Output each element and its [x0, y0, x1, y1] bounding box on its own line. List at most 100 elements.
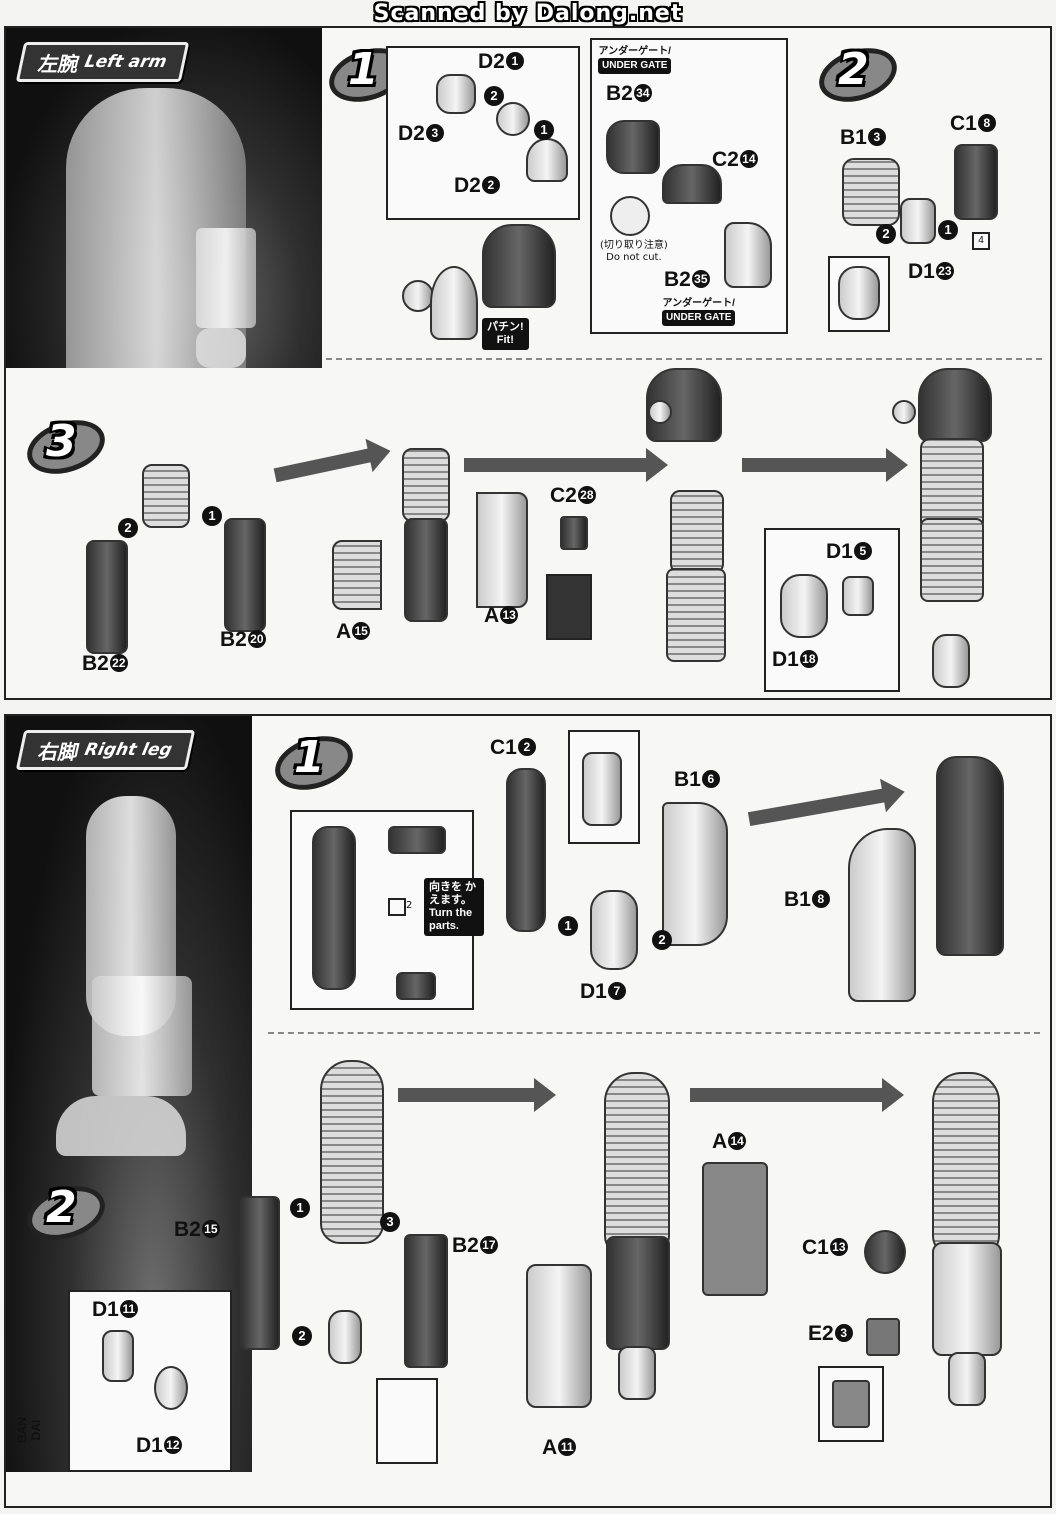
order-badge-3: 3 — [380, 1212, 400, 1232]
part-a15 — [332, 540, 382, 610]
order-badge-2: 2 — [292, 1326, 312, 1346]
flow-arrow — [742, 448, 908, 482]
order-badge-2: 2 — [118, 518, 138, 538]
part-b235 — [724, 222, 772, 288]
knee-detail-small — [376, 1378, 438, 1464]
part-ankle — [618, 1346, 656, 1400]
part-shoulder-joint — [430, 266, 478, 340]
part-c214 — [662, 164, 722, 204]
part-a13 — [476, 492, 528, 608]
step-badge-3: 3 — [20, 410, 112, 484]
part-shin-core — [606, 1236, 670, 1350]
part-leg-final-thigh — [932, 1072, 1000, 1256]
step-badge-2: 2 — [20, 1176, 112, 1250]
title-en: Right leg — [82, 740, 174, 760]
part-d2-shell — [436, 74, 476, 114]
title-jp: 左腕 — [36, 51, 82, 76]
part-c12-detail — [582, 752, 622, 826]
right-leg-section: 右脚 Right leg 1 2 向きを かえます。Turn the parts… — [4, 714, 1052, 1508]
part-d15 — [842, 576, 874, 616]
order-badge-1: 1 — [202, 506, 222, 526]
part-b220 — [224, 518, 266, 632]
section-tag-right-leg: 右脚 Right leg — [15, 730, 196, 770]
part-detail-bottom — [396, 972, 436, 1000]
do-not-cut-note: (切り取り注意)Do not cut. — [600, 240, 668, 263]
part-a14 — [702, 1162, 768, 1296]
part-upper-arm — [142, 464, 190, 528]
part-arm-final-upper — [920, 438, 984, 532]
part-shoulder-ball — [648, 400, 672, 424]
step-badge-2: 2 — [812, 38, 904, 112]
step-divider — [268, 1032, 1040, 1034]
part-b18 — [848, 828, 916, 1002]
part-b13 — [842, 158, 900, 226]
part-detail-shell — [312, 826, 356, 990]
part-detail — [838, 266, 880, 320]
part-arm-final-ball — [892, 400, 916, 424]
part-c18 — [954, 144, 998, 220]
part-a11 — [526, 1264, 592, 1408]
under-gate-note-bottom: アンダーゲート/UNDER GATE — [662, 298, 736, 326]
flow-arrow — [398, 1078, 556, 1112]
part-leg-final-ankle — [948, 1352, 986, 1406]
part-detail-top — [388, 826, 446, 854]
part-ball — [402, 280, 434, 312]
do-not-cut-icon — [610, 196, 650, 236]
flow-arrow — [747, 787, 889, 827]
order-badge-1: 1 — [938, 220, 958, 240]
part-fist — [932, 634, 970, 688]
left-arm-photo — [6, 28, 322, 368]
c228-detail-box — [546, 574, 592, 640]
part-knee-joint — [328, 1310, 362, 1364]
part-shoulder-shell — [482, 224, 556, 308]
under-gate-note-top: アンダーゲート/UNDER GATE — [598, 46, 672, 74]
part-hand — [780, 574, 828, 638]
part-upper-arm-assembled — [402, 448, 450, 522]
order-badge-2: 2 — [484, 86, 504, 106]
part-c228 — [560, 516, 588, 550]
part-b222 — [86, 540, 128, 654]
part-c12 — [506, 768, 546, 932]
part-b217 — [404, 1234, 448, 1368]
order-badge-1: 1 — [534, 120, 554, 140]
part-c113 — [864, 1230, 906, 1274]
part-e23-detail — [832, 1380, 870, 1428]
figure-shin — [92, 976, 192, 1096]
title-en: Left arm — [82, 52, 169, 72]
part-d2-cap — [526, 138, 568, 182]
part-arm-final-lower — [920, 518, 984, 602]
part-thigh-mid — [604, 1072, 670, 1256]
part-b234 — [606, 120, 660, 174]
section-tag-left-arm: 左腕 Left arm — [15, 42, 190, 82]
flow-arrow — [464, 448, 668, 482]
knee-detail-box — [68, 1290, 232, 1472]
title-jp: 右脚 — [36, 739, 82, 764]
part-d112 — [154, 1366, 188, 1410]
part-d123 — [900, 198, 936, 244]
scan-credit: Scanned by Dalong.net — [373, 1, 683, 26]
part-arm-assembled-lower — [666, 568, 726, 662]
part-d17 — [590, 890, 638, 970]
